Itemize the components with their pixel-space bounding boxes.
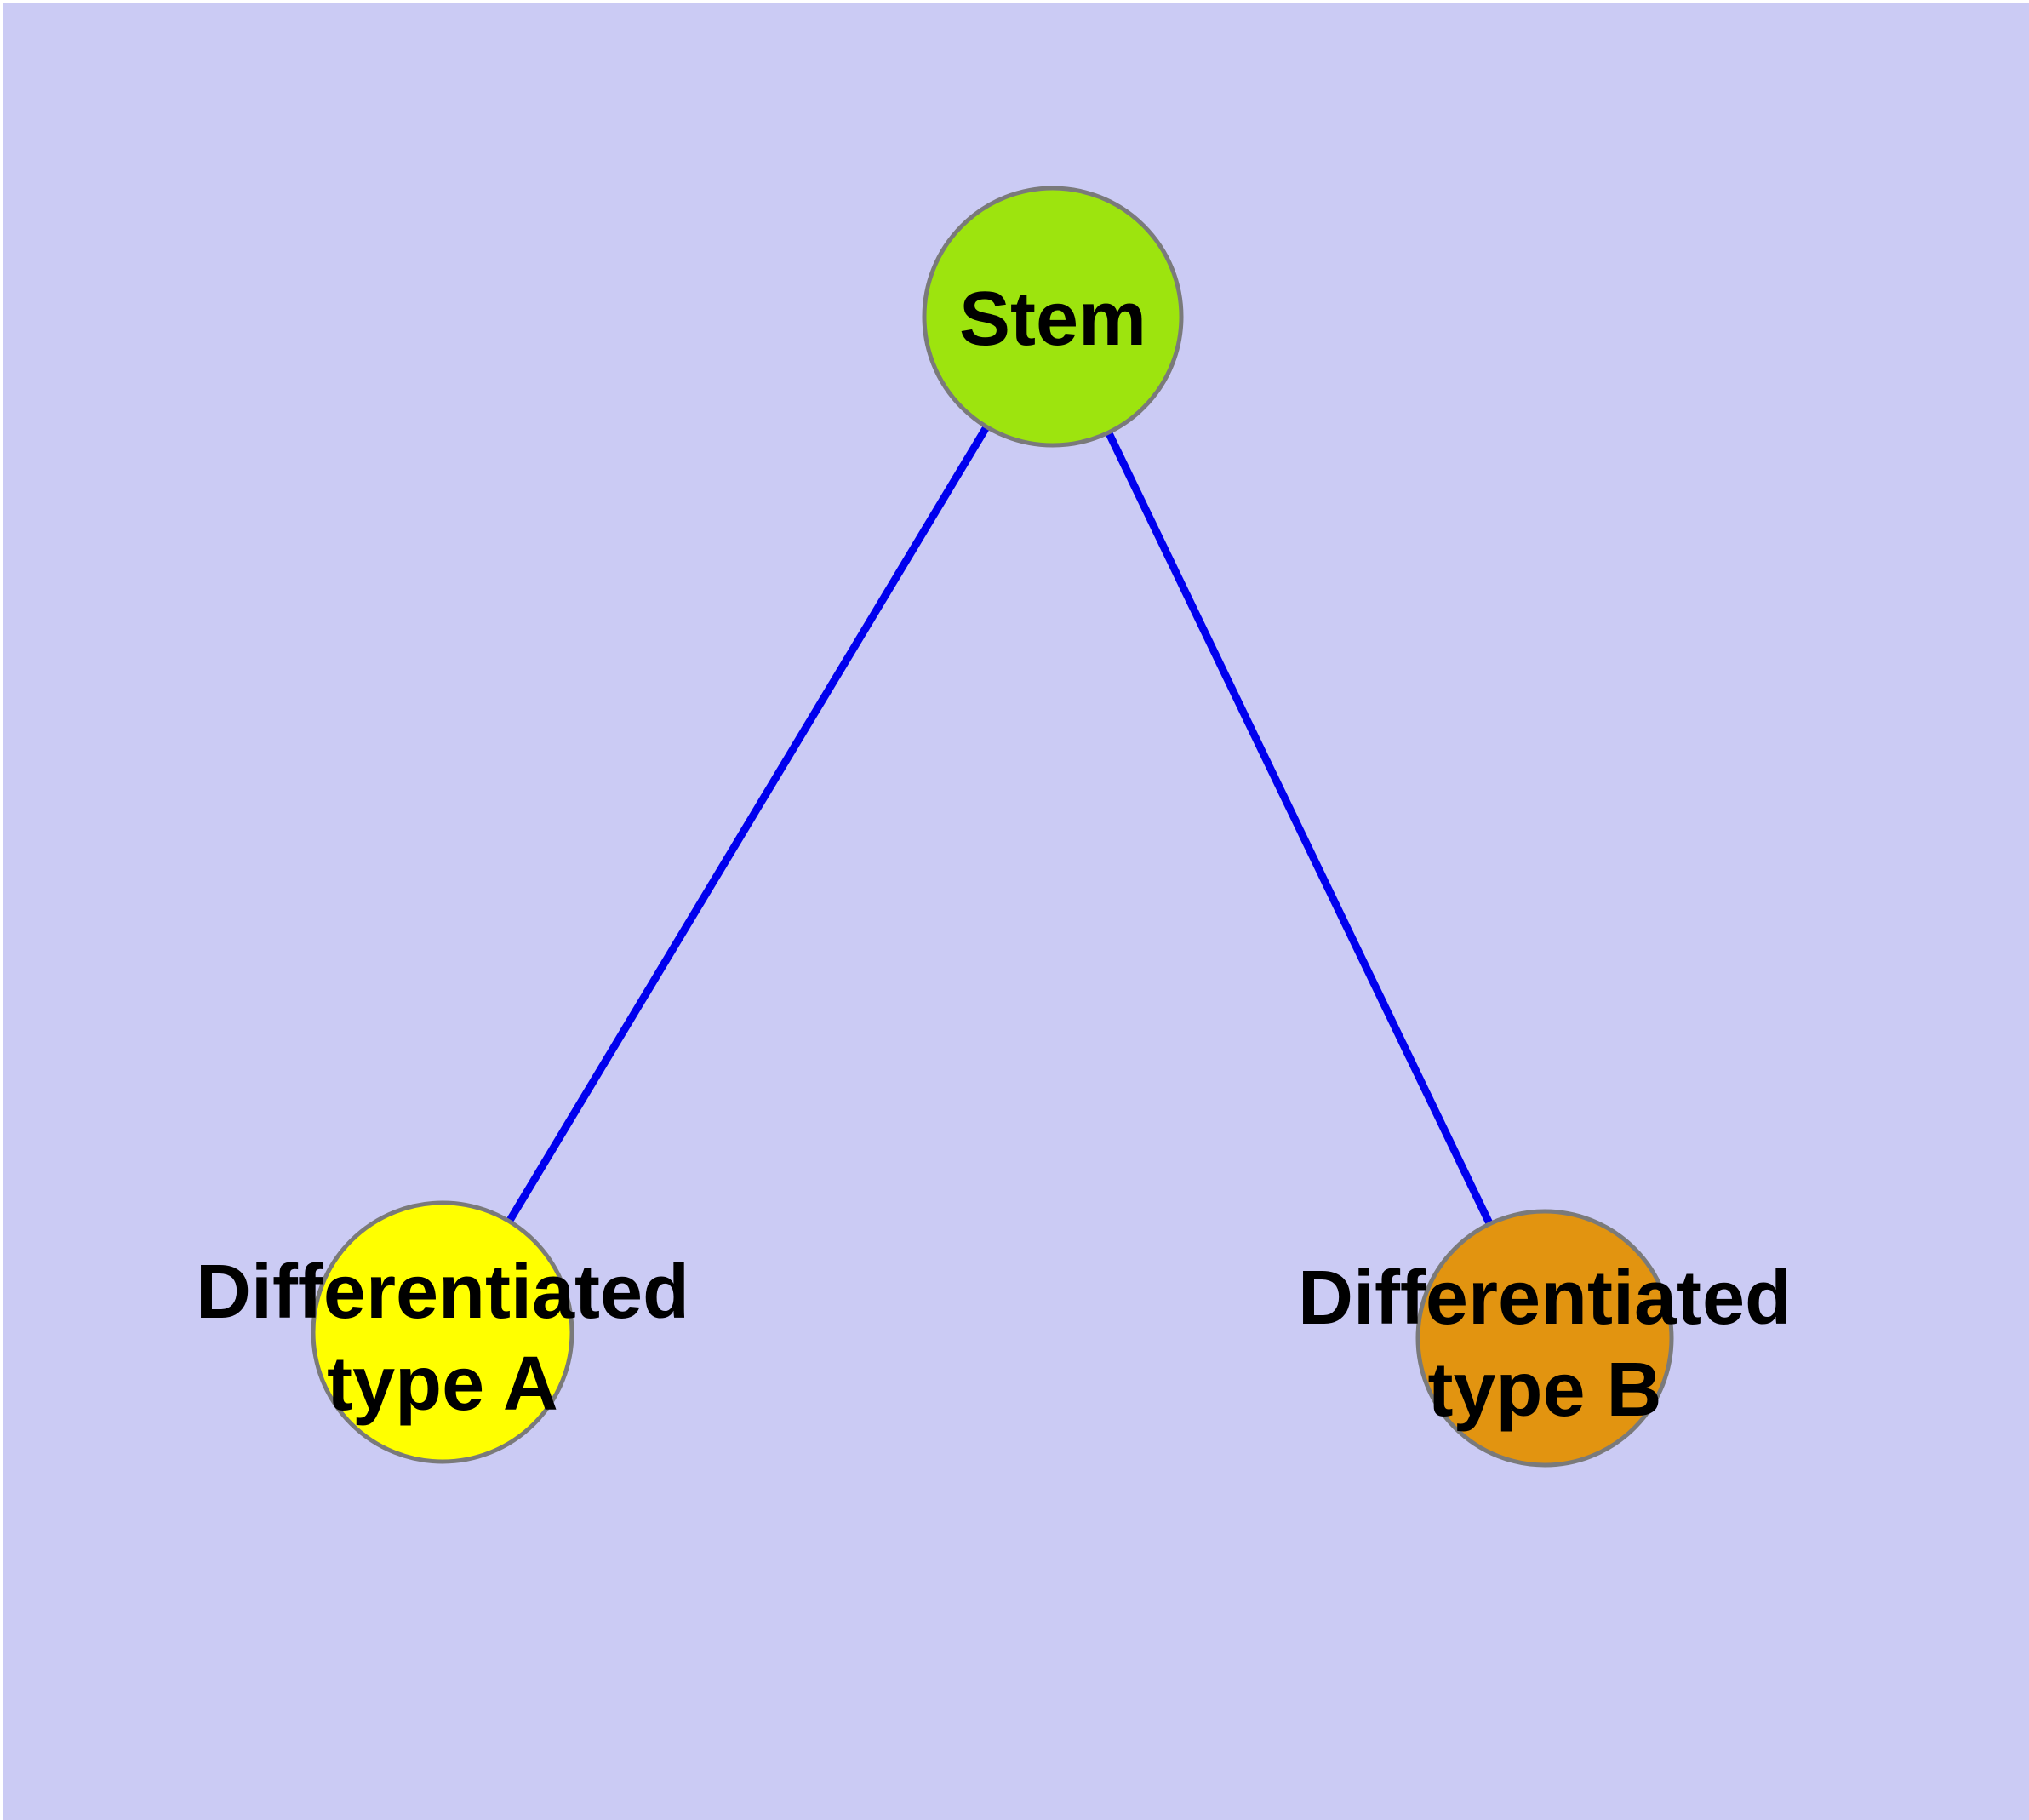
node-type-b-label-line2: type B [1427, 1348, 1661, 1433]
node-type-b [1415, 1209, 1674, 1468]
node-stem-label: Stem [959, 277, 1146, 362]
edge-stem-to-type-a [439, 314, 1056, 1335]
edge-stem-to-type-b [1049, 315, 1549, 1340]
node-type-a [311, 1200, 574, 1464]
node-type-a-label-line2: type A [327, 1342, 558, 1427]
node-type-a-label-line1: Differentiated [196, 1250, 689, 1335]
node-stem [922, 186, 1184, 448]
node-type-b-label-line1: Differentiated [1298, 1256, 1792, 1341]
